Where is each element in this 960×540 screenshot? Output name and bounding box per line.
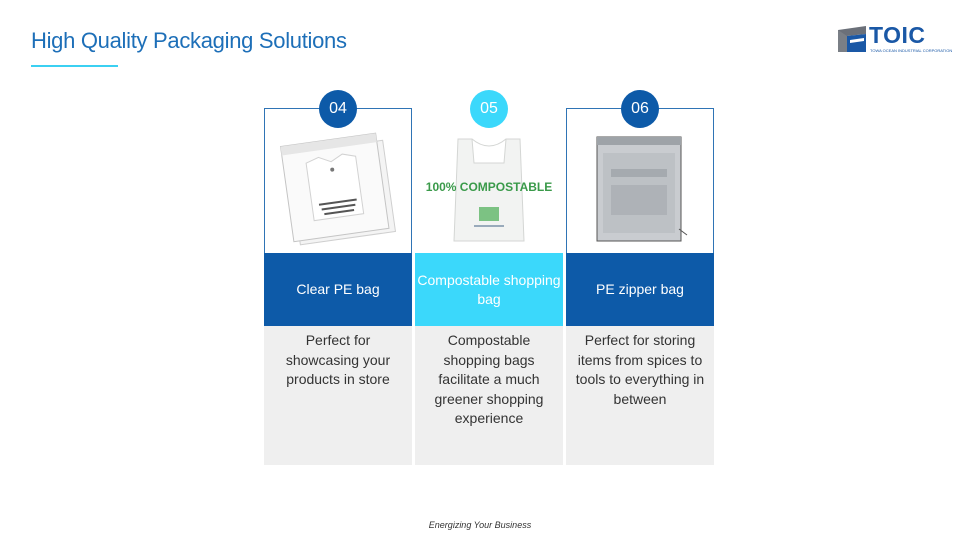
card-label: Clear PE bag: [264, 253, 412, 326]
product-card-clear-pe-bag: Clear PE bag Perfect for showcasing your…: [264, 108, 412, 465]
title-underline: [31, 65, 118, 67]
logo-text: TOIC: [869, 22, 926, 48]
footer-tagline: Energizing Your Business: [428, 520, 532, 530]
page-title: High Quality Packaging Solutions: [31, 28, 347, 53]
card-description: Compostable shopping bags facilitate a m…: [415, 326, 563, 465]
clear-pe-bag-photo: [279, 132, 397, 246]
logo-subtext: TOWA OCEAN INDUSTRIAL CORPORATION: [870, 48, 953, 53]
compostable-bag-image: 100% COMPOSTABLE: [415, 108, 563, 254]
card-number-badge: 04: [319, 90, 357, 128]
company-logo: TOIC TOWA OCEAN INDUSTRIAL CORPORATION: [838, 22, 953, 58]
card-number-badge: 05: [470, 90, 508, 128]
clear-pe-bag-image: [264, 108, 412, 254]
product-card-compostable-bag: 100% COMPOSTABLE Compostable shopping ba…: [415, 108, 563, 465]
compostable-bag-photo: 100% COMPOSTABLE: [426, 138, 552, 242]
card-label: Compostable shopping bag: [415, 253, 563, 326]
card-description: Perfect for storing items from spices to…: [566, 326, 714, 465]
card-description: Perfect for showcasing your products in …: [264, 326, 412, 465]
card-label: PE zipper bag: [566, 253, 714, 326]
logo-icon: [838, 26, 866, 52]
zipper-bag-photo: [596, 136, 688, 242]
svg-text:100% COMPOSTABLE: 100% COMPOSTABLE: [426, 180, 552, 194]
product-card-zipper-bag: PE zipper bag Perfect for storing items …: [566, 108, 714, 465]
card-number-badge: 06: [621, 90, 659, 128]
zipper-bag-image: [566, 108, 714, 254]
